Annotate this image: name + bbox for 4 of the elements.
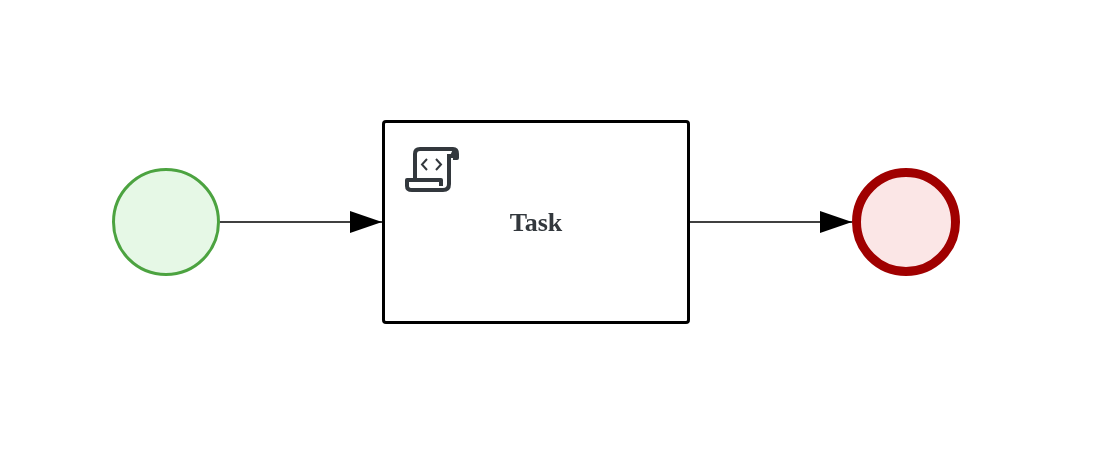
task-box xyxy=(382,120,690,324)
task-label: Task xyxy=(509,206,563,239)
sequence-flow-arrow xyxy=(219,211,383,233)
sequence-flow-arrow xyxy=(689,211,853,233)
